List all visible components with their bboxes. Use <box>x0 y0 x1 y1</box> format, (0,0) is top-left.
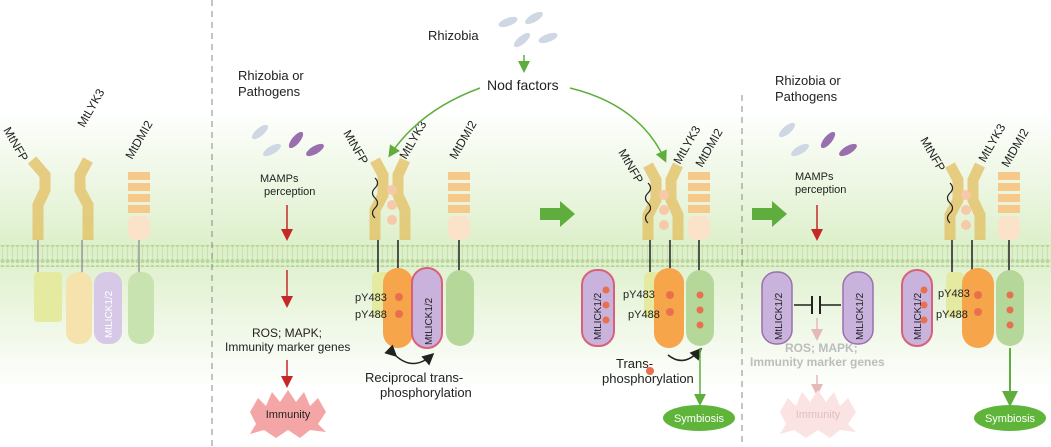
panel-4: Rhizobia or Pathogens MAMPs perception M… <box>750 73 885 438</box>
phospho-dot <box>395 293 403 301</box>
bacteria-icon-4 <box>778 122 857 157</box>
symbiosis-label-3: Symbiosis <box>674 413 725 425</box>
bacteria-icon-2 <box>251 124 324 157</box>
nfp-kinase-5 <box>946 272 964 318</box>
lyk3-kinase-1 <box>66 272 92 344</box>
trans-arrow-2 <box>384 344 435 366</box>
panel-2: Rhizobia or Pathogens MAMPs perception R… <box>225 68 480 438</box>
source-label-2: Rhizobia or Pathogens <box>238 68 307 99</box>
py483-label-3: pY483 <box>623 289 655 301</box>
phospho-dot <box>646 367 654 375</box>
py488-label-3: pY488 <box>628 309 660 321</box>
immunity-label-2: Immunity <box>266 409 311 421</box>
immunity-burst-4 <box>780 390 856 438</box>
nfp-receptor-3 <box>642 162 662 240</box>
lyk3-kinase-2 <box>383 268 413 348</box>
nod-factor-squiggle-5 <box>946 182 954 224</box>
lyk3-receptor-5 <box>967 162 986 240</box>
symbiosis-label-5: Symbiosis <box>985 413 1036 425</box>
symbiosis-badge-5 <box>974 405 1046 431</box>
trans-label-2: Reciprocal trans- phosphorylation <box>365 370 472 400</box>
lick-label-5: MtLICK1/2 <box>913 292 924 340</box>
source-label-4: Rhizobia or Pathogens <box>775 73 844 104</box>
nod-factor-squiggle-2 <box>371 177 379 219</box>
lyk3-domains-2 <box>387 185 397 225</box>
symbiosis-badge-3 <box>663 405 735 431</box>
lick-left-label-4: MtLICK1/2 <box>774 292 785 340</box>
dmi2-ectodomain-2 <box>448 172 470 240</box>
dmi2-kinase-2 <box>446 270 474 346</box>
cell-membrane <box>0 245 1051 267</box>
perception-label-2: MAMPs perception <box>260 173 315 198</box>
nod-factor-signal: Rhizobia Nod factors <box>388 11 667 163</box>
panel-3: MtLICK1/2 pY483 pY488 Trans- phosphoryla… <box>581 123 735 431</box>
dmi2-ectodomain-5 <box>998 172 1020 240</box>
lick-label-1: MtLICK1/2 <box>104 290 115 338</box>
lick-kinase-1 <box>94 272 122 344</box>
py488-label-5: pY488 <box>936 309 968 321</box>
lyk3-receptor-3 <box>665 162 684 240</box>
lyk3-domains-3 <box>659 190 669 230</box>
rhizobia-icon <box>498 11 558 48</box>
nod-factor-squiggle-3 <box>644 182 652 224</box>
trans-label-3: Trans- phosphorylation <box>602 356 694 386</box>
lick-left-4 <box>761 271 793 345</box>
perception-label-4: MAMPs perception <box>795 171 846 196</box>
dmi2-ectodomain-3 <box>688 172 710 240</box>
dmi2-ectodomain-1 <box>128 172 150 240</box>
nfp-kinase-1 <box>34 272 62 322</box>
ros-label-4: ROS; MAPK; Immunity marker genes <box>750 341 885 369</box>
arrow-green-left <box>388 87 481 158</box>
nfp-receptor-1 <box>27 156 51 240</box>
nfp-receptor-2 <box>369 157 389 240</box>
lyk3-receptor-1 <box>74 157 94 240</box>
immunity-label-4: Immunity <box>796 409 841 421</box>
lick-label-2: MtLICK1/2 <box>424 297 435 345</box>
lyk3-domains-5 <box>961 190 971 230</box>
lick-label-3: MtLICK1/2 <box>593 292 604 340</box>
dmi2-kinase-1 <box>128 272 154 344</box>
py488-label-2: pY488 <box>355 309 387 321</box>
nfp-receptor-5 <box>944 162 964 240</box>
transition-arrow-2 <box>752 201 787 227</box>
ros-label-2: ROS; MAPK; Immunity marker genes <box>225 326 350 354</box>
rhizobia-label: Rhizobia <box>428 28 479 43</box>
py483-label-2: pY483 <box>355 292 387 304</box>
trans-arrow-3 <box>667 347 702 362</box>
py483-label-5: pY483 <box>938 288 970 300</box>
lyk3-receptor-2 <box>392 157 411 240</box>
nod-factors-label: Nod factors <box>487 77 559 93</box>
immunity-burst-2 <box>250 390 326 438</box>
lick-right-label-4: MtLICK1/2 <box>855 292 866 340</box>
phospho-dot <box>395 310 403 318</box>
transition-arrow-1 <box>540 201 575 227</box>
lyk3-kinase-3 <box>654 268 684 348</box>
lick-right-4 <box>842 271 874 345</box>
arrow-green-right <box>569 87 667 163</box>
